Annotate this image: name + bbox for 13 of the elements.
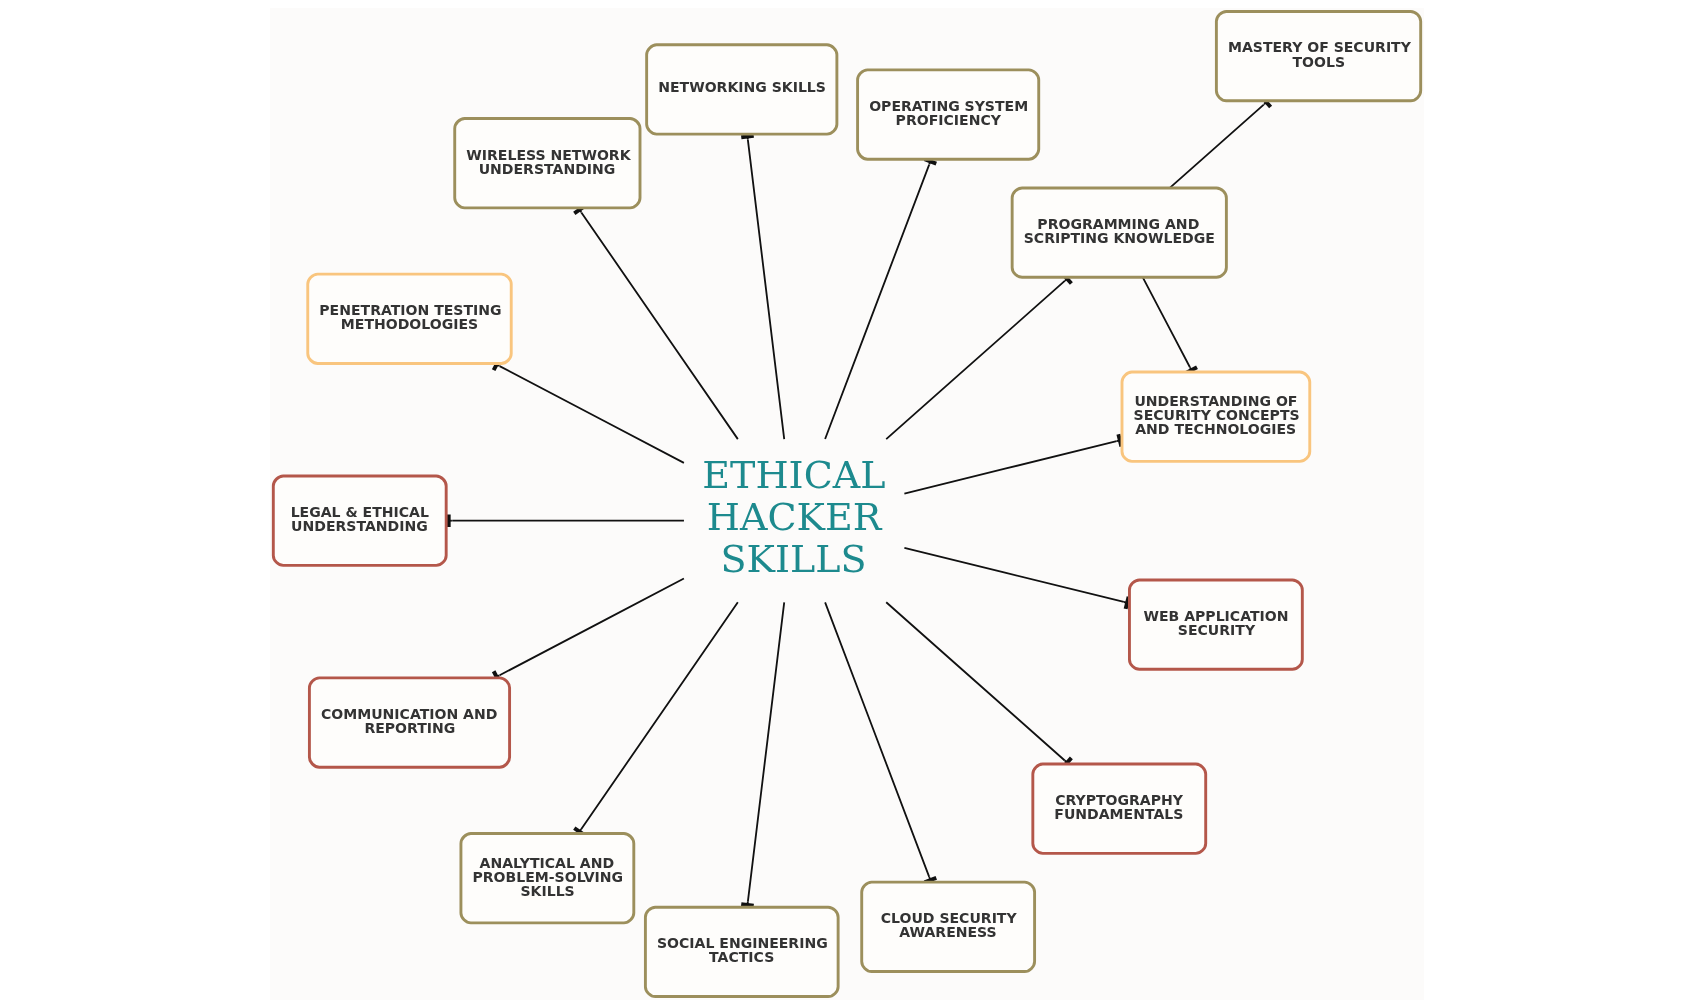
node-text: ETHICAL HACKER SKILLS bbox=[702, 452, 886, 582]
node-box: MASTERY OF SECURITY TOOLS bbox=[1214, 10, 1423, 103]
node-box: WEB APPLICATION SECURITY bbox=[1128, 578, 1304, 671]
node-box: SOCIAL ENGINEERING TACTICS bbox=[643, 905, 840, 998]
node-box: LEGAL & ETHICAL UNDERSTANDING bbox=[271, 474, 448, 567]
node-box: CLOUD SECURITY AWARENESS bbox=[860, 880, 1037, 973]
node-box: PROGRAMMING AND SCRIPTING KNOWLEDGE bbox=[1010, 186, 1228, 279]
node-box: WIRELESS NETWORK UNDERSTANDING bbox=[453, 117, 642, 210]
node-box: CRYPTOGRAPHY FUNDAMENTALS bbox=[1031, 762, 1208, 855]
node-box: ANALYTICAL AND PROBLEM-SOLVING SKILLS bbox=[459, 832, 636, 925]
node-box: NETWORKING SKILLS bbox=[645, 43, 839, 136]
node-box: OPERATING SYSTEM PROFICIENCY bbox=[856, 68, 1041, 161]
node-box: UNDERSTANDING OF SECURITY CONCEPTS AND TECHNOLOGIES bbox=[1120, 370, 1312, 463]
